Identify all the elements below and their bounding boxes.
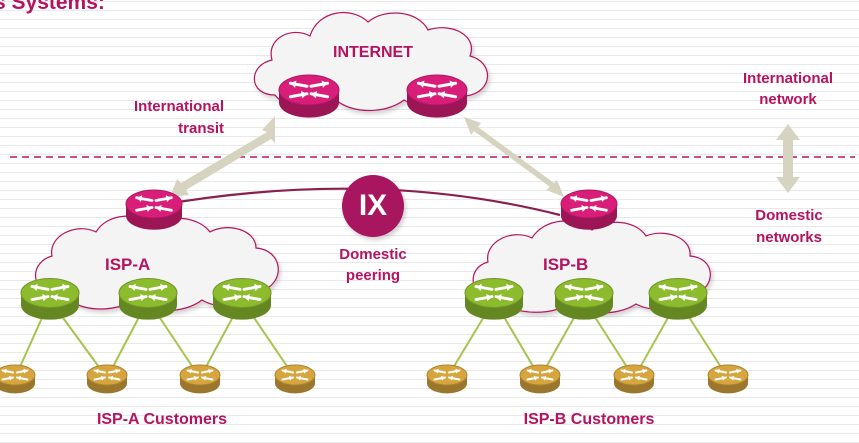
isp-a-label: ISP-A	[105, 255, 151, 274]
isp-a-customer-1-icon	[0, 364, 36, 394]
international-transit-line-1: International	[133, 98, 224, 115]
international-network-line-2: network	[759, 91, 817, 108]
isp-b-access-router-3-icon	[648, 278, 708, 320]
scope-vertical-arrow-icon	[776, 124, 800, 193]
domestic-peering-line-1: Domestic	[339, 246, 407, 263]
isp-b-customer-2-icon	[519, 364, 561, 394]
isp-a-customer-2-icon	[86, 364, 128, 394]
international-transit-line-2: transit	[178, 120, 224, 137]
ix-node-icon	[342, 175, 404, 237]
isp-b-customer-3-icon	[613, 364, 655, 394]
isp-a-customers-label: ISP-A Customers	[96, 411, 228, 428]
isp-a-access-router-2-icon	[118, 278, 178, 320]
isp-b-edge-router-icon	[560, 189, 618, 230]
isp-b-access-router-2-icon	[554, 278, 614, 320]
isp-b-access-router-1-icon	[464, 278, 524, 320]
ix-label: IX	[358, 189, 388, 222]
isp-b-customer-1-icon	[426, 364, 468, 394]
internet-label: INTERNET	[333, 44, 413, 61]
isp-a-customer-3-icon	[179, 364, 221, 394]
internet-router-left-icon	[278, 74, 340, 118]
international-network-line-1: International	[742, 70, 833, 87]
left-transit-arrow-icon	[170, 116, 275, 197]
isp-a-access-router-1-icon	[20, 278, 80, 320]
routers-layer	[0, 74, 749, 394]
isp-b-customers-label: ISP-B Customers	[523, 411, 655, 428]
domestic-networks-line-2: networks	[756, 229, 822, 246]
right-transit-arrow-icon	[464, 117, 564, 197]
domestic-networks-line-1: Domestic	[755, 207, 823, 224]
customer-links	[14, 299, 729, 379]
isp-b-customer-4-icon	[707, 364, 749, 394]
domestic-peering-line-2: peering	[345, 267, 401, 284]
international-transit-label: International transit	[90, 96, 224, 140]
isp-b-label: ISP-B	[543, 255, 589, 274]
isp-a-access-router-3-icon	[212, 278, 272, 320]
isp-a-customer-4-icon	[274, 364, 316, 394]
domestic-peering-label: Domestic peering	[310, 244, 436, 286]
internet-router-right-icon	[406, 74, 468, 118]
isp-a-edge-router-icon	[125, 189, 183, 230]
page-heading: s Systems:	[0, 0, 105, 14]
domestic-networks-label: Domestic networks	[725, 205, 853, 249]
international-network-label: International network	[718, 68, 858, 110]
